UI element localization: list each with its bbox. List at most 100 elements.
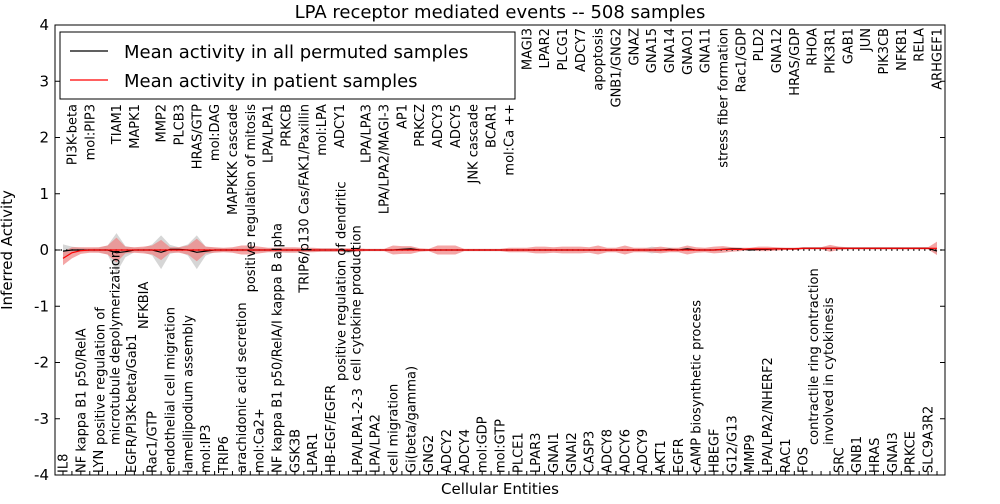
x-tick-label: AKT1 [654, 440, 669, 473]
x-tick-label: LYN [92, 450, 107, 473]
x-tick-label: NF kappa B1 p50/RelA [74, 328, 89, 473]
y-tick-label: 4 [39, 16, 49, 34]
x-tick-label: ADCY9 [636, 429, 651, 473]
x-tick-labels: IL8 PI3K-beta NF kappa B1 p50/RelA mol:PIP3… [57, 28, 946, 475]
patient-mean-line [62, 247, 937, 259]
x-tick-label: RAC1 [779, 438, 794, 473]
x-tick-label: RELA [913, 28, 928, 62]
x-tick-label: JNK cascade [467, 104, 482, 184]
x-tick-label: LPA/LPA1-2-3 [351, 388, 366, 473]
x-tick-label: EGFR/PI3K-beta/Gab1 [125, 334, 140, 473]
x-tick-label: LPA/LPA2/NHERF2 [761, 357, 776, 473]
x-tick-label: ADCY7 [574, 28, 589, 72]
x-tick-label: GNG2 [422, 435, 437, 473]
x-tick-label: ADCY6 [618, 429, 633, 473]
x-tick-label: MAGI3 [520, 28, 535, 70]
x-tick-label: contractile ring contractioninvolved in … [807, 268, 837, 445]
x-tick-label: NFKB1 [895, 28, 910, 71]
x-tick-label: PIK3CB [877, 28, 892, 74]
x-tick-label: TIAM1 [110, 104, 125, 145]
x-tick-label: cell migration [387, 384, 402, 473]
x-tick-label: AP1 [395, 104, 410, 129]
x-tick-label: GNA12 [770, 28, 785, 73]
x-tick-label: mol:Ca2+ [253, 408, 268, 473]
x-tick-label: mol:IP3 [199, 424, 214, 473]
x-tick-label: mol:GTP [494, 419, 509, 473]
x-tick-label: Gi(beta/gamma) [404, 366, 419, 473]
x-tick-label: GNA15 [645, 28, 660, 73]
x-tick-label: ADCY4 [458, 429, 473, 473]
x-tick-label: PLCE1 [511, 432, 526, 473]
bands [63, 233, 937, 273]
legend-label-patient: Mean activity in patient samples [124, 71, 418, 92]
x-tick-label: mol:GDP [476, 416, 491, 473]
x-tick-label: NFKBIA [137, 282, 152, 329]
x-tick-label: mol:PIP3 [83, 104, 98, 160]
x-tick-label-line: microtubule depolymerization [109, 250, 124, 445]
x-tick-label: GNA14 [663, 28, 678, 73]
x-tick-label: arachidonic acid secretion [235, 302, 250, 473]
lines [62, 247, 938, 259]
x-tick-label: HRAS/GTP [190, 104, 205, 169]
x-tick-label: RHOA [806, 28, 821, 66]
x-tick-label: TRIP6 [217, 436, 232, 474]
y-tick-label: 1 [39, 185, 49, 203]
y-tick-label: -4 [34, 466, 49, 484]
y-tick-label: 2 [39, 129, 49, 147]
plot-frame [54, 24, 946, 476]
x-tick-label: HRAS/GDP [788, 28, 803, 96]
x-tick-label: GNAI1 [547, 432, 562, 473]
x-tick-label: Rac1/GTP [146, 411, 161, 473]
x-tick-label: ADCY3 [431, 104, 446, 148]
x-tick-label: SRC [832, 447, 847, 473]
x-tick-label: GAB1 [841, 28, 856, 64]
x-tick-label: G12/G13 [725, 415, 740, 473]
x-tick-label: apoptosis [592, 28, 607, 91]
x-tick-label: Rac1/GDP [734, 28, 749, 93]
x-tick-label: EGFR [672, 438, 687, 473]
x-tick-label: ADCY2 [440, 429, 455, 473]
x-tick-label: MAPKKK cascade [226, 104, 241, 215]
x-tick-label: LPAR3 [529, 433, 544, 473]
x-tick-label: GNAZ [627, 28, 642, 66]
x-tick-label-line: involved in cytokinesis [822, 297, 837, 445]
x-axis-label: Cellular Entities [441, 480, 559, 498]
x-tick-label: stress fiber formation [717, 28, 732, 168]
x-tick-label: LPA/LPA3 [360, 104, 375, 163]
x-tick-label: PRKCB [280, 104, 295, 147]
y-tick-label: -2 [34, 354, 49, 372]
x-tick-label-line: positive regulation of dendritic [334, 181, 349, 381]
x-tick-label: CASP3 [583, 431, 598, 473]
chart-title: LPA receptor mediated events -- 508 samp… [295, 2, 706, 23]
x-tick-label: JUN [859, 28, 874, 52]
x-tick-label: HB-EGF/EGFR [324, 385, 339, 473]
x-tick-label: LPA/LPA1 [262, 104, 277, 163]
x-tick-label: GNAO1 [681, 28, 696, 75]
x-tick-label: GNAI3 [886, 432, 901, 473]
x-tick-label: IL8 [57, 454, 72, 473]
x-tick-label: TRIP6/p130 Cas/FAK1/Paxillin [297, 104, 312, 294]
x-tick-label: ADCY5 [449, 104, 464, 148]
x-tick-label: LPAR1 [306, 433, 321, 473]
x-tick-label: GNA11 [699, 28, 714, 73]
x-tick-label-line: cell cytokine production [349, 225, 364, 381]
y-axis-label: Inferred Activity [0, 190, 16, 310]
x-tick-label: mol:DAG [208, 104, 223, 161]
x-tick-label: positive regulation of mitosis [244, 104, 259, 293]
x-tick-label: PI3K-beta [65, 104, 80, 165]
x-tick-label: mol:LPA [315, 104, 330, 156]
x-tick-label: MMP9 [743, 434, 758, 473]
y-tick-label: -3 [34, 410, 49, 428]
x-tick-label: cAMP biosynthetic process [690, 300, 705, 473]
x-tick-label: GNB1/GNG2 [609, 28, 624, 108]
x-tick-label: HRAS [868, 438, 883, 473]
legend-label-permuted: Mean activity in all permuted samples [124, 42, 468, 63]
x-tick-label-line: positive regulation of [94, 307, 109, 445]
x-tick-label: GSK3B [288, 429, 303, 473]
x-tick-label: PLCB3 [172, 104, 187, 145]
legend: Mean activity in all permuted samples Me… [59, 31, 516, 100]
x-tick-label: SLC9A3R2 [922, 406, 937, 473]
x-tick-label: ADCY8 [601, 429, 616, 473]
x-tick-label: PIK3R1 [824, 28, 839, 74]
y-tick-label: -1 [34, 297, 49, 315]
